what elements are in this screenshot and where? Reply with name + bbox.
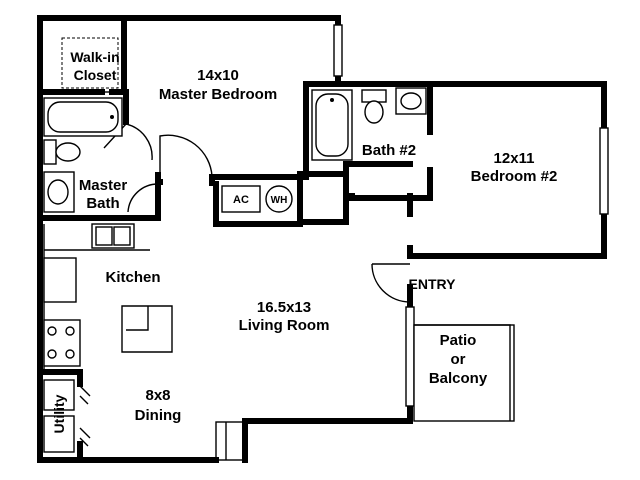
bedroom2-label: Bedroom #2 — [471, 168, 558, 185]
water-heater — [265, 185, 293, 213]
master-bedroom-size: 14x10 — [197, 67, 239, 84]
washer — [43, 379, 75, 411]
living-room-label: Living Room — [239, 317, 330, 334]
dryer — [43, 415, 75, 453]
master-bath-label-2: Bath — [86, 195, 119, 212]
ac-unit — [221, 185, 261, 213]
dining-window-bay — [215, 421, 246, 461]
entry-label: ENTRY — [409, 276, 457, 292]
kitchen-island — [121, 305, 173, 353]
dining-label: Dining — [135, 407, 182, 424]
ac-label: AC — [233, 194, 249, 206]
windows — [215, 24, 609, 461]
doors — [79, 91, 411, 447]
patio-label-3: Balcony — [429, 370, 488, 387]
bath2-label: Bath #2 — [362, 142, 416, 159]
closet-shelf — [61, 37, 119, 89]
dining-size: 8x8 — [145, 387, 170, 404]
patio-slider — [405, 306, 415, 407]
fixtures — [43, 37, 427, 453]
patio-label-2: or — [451, 351, 466, 368]
walk-in-closet-label-2: Closet — [74, 67, 117, 83]
walk-in-closet-label-1: Walk-in — [70, 49, 119, 65]
water-heater-label: WH — [271, 195, 288, 206]
master-bedroom-label: Master Bedroom — [159, 86, 277, 103]
kitchen-label: Kitchen — [105, 269, 160, 286]
bedroom2-size: 12x11 — [494, 150, 535, 167]
stove — [43, 319, 81, 367]
refrigerator — [43, 257, 77, 303]
master-window — [333, 24, 343, 77]
living-room-size: 16.5x13 — [257, 299, 311, 316]
master-bath-label-1: Master — [79, 177, 128, 194]
patio-label-1: Patio — [440, 332, 477, 349]
master-toilet — [43, 139, 57, 165]
utility-label: Utility — [51, 394, 67, 433]
room-labels: Walk-in Closet 14x10 Master Bedroom Bath… — [51, 49, 557, 433]
bedroom2-window — [599, 127, 609, 215]
bath2-toilet — [361, 89, 387, 103]
interior-walls — [37, 15, 433, 463]
patio-railing — [413, 324, 515, 422]
